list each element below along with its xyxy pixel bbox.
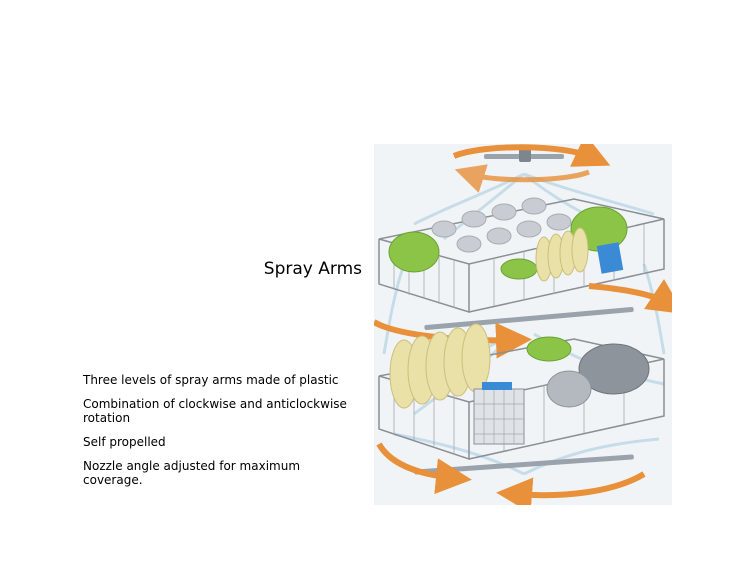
bottom-spray-arm [414,454,634,475]
top-spray-arm [484,148,564,162]
bullet-item: Self propelled [83,435,166,449]
upper-rack [378,197,665,314]
lower-rack [378,323,665,461]
rotation-arrow-middle-2 [374,319,532,359]
rotation-arrow-top [452,144,611,167]
rotation-arrow-bottom [376,442,472,495]
bullet-item: Combination of clockwise and anticlockwi… [83,397,347,425]
rotation-arrow-bottom-2 [496,471,646,505]
slide-title: Spray Arms [263,259,362,279]
rotation-arrow-middle [588,279,672,314]
bullet-list: Three levels of spray arms made of plast… [83,373,363,497]
rotation-arrow-top-2 [454,164,590,193]
middle-spray-arm [424,307,634,330]
bullet-item: Nozzle angle adjusted for maximum covera… [83,459,301,487]
bullet-item: Three levels of spray arms made of plast… [83,373,339,387]
dishwasher-illustration [374,144,672,505]
